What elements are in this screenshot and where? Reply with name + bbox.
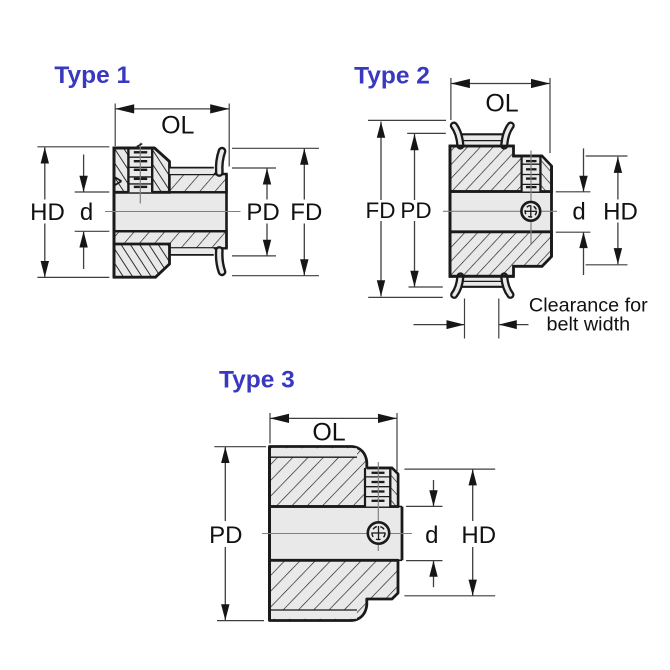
svg-text:OL: OL <box>312 419 345 447</box>
svg-text:PD: PD <box>400 198 431 223</box>
svg-text:d: d <box>80 199 93 226</box>
svg-text:belt width: belt width <box>547 314 631 336</box>
svg-text:HD: HD <box>603 199 638 226</box>
svg-text:Type 2: Type 2 <box>354 63 430 90</box>
svg-text:d: d <box>425 522 438 549</box>
svg-text:Type 3: Type 3 <box>219 366 295 393</box>
svg-text:PD: PD <box>209 522 242 549</box>
svg-text:PD: PD <box>246 199 279 226</box>
svg-text:Clearance for: Clearance for <box>529 295 648 317</box>
svg-text:OL: OL <box>161 112 194 140</box>
svg-text:Type 1: Type 1 <box>54 62 130 89</box>
svg-text:HD: HD <box>30 199 65 226</box>
svg-text:FD: FD <box>290 199 322 226</box>
svg-text:OL: OL <box>485 90 518 118</box>
svg-text:d: d <box>572 199 585 226</box>
svg-text:FD: FD <box>366 198 396 223</box>
svg-text:HD: HD <box>461 522 496 549</box>
